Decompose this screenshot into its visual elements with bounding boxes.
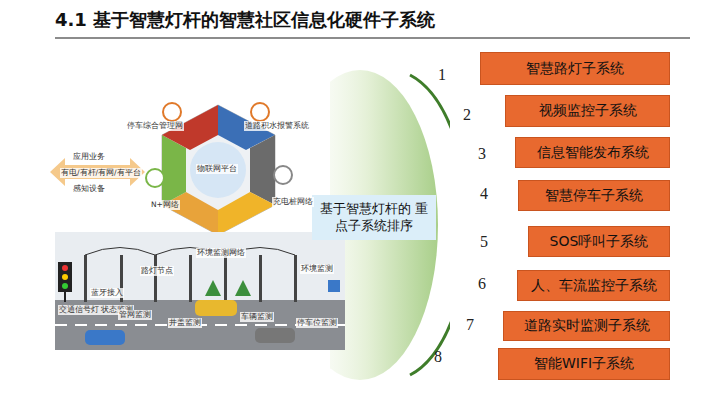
subsystem-box: SOS呼叫子系统 bbox=[528, 226, 670, 257]
subsystem-box: 智慧路灯子系统 bbox=[480, 52, 670, 85]
network-label: 环境监测网络 bbox=[196, 248, 246, 258]
monitor-label: 停车位监测 bbox=[296, 318, 338, 328]
box-text: 视频监控子系统 bbox=[539, 102, 637, 120]
box-text: 基于智慧灯杆的 重点子系统排序 bbox=[316, 201, 432, 234]
platform-label: 物联网平台 bbox=[196, 164, 238, 174]
network-label: 道路积水报警系统 bbox=[244, 121, 310, 131]
subsystem-box: 人、车流监控子系统 bbox=[517, 270, 670, 301]
monitor-label: 环境监测 bbox=[300, 264, 334, 274]
monitor-label: 路灯节点 bbox=[140, 266, 174, 276]
subsystem-box: 智慧停车子系统 bbox=[518, 180, 670, 211]
title-rule bbox=[55, 37, 690, 39]
box-text: 智慧停车子系统 bbox=[545, 187, 643, 205]
side-label: 应用业务 bbox=[72, 152, 106, 162]
box-text: 智能WIFI子系统 bbox=[534, 355, 634, 373]
monitor-label: 蓝牙接入 bbox=[90, 288, 124, 298]
subsystem-box: 信息智能发布系统 bbox=[515, 137, 670, 168]
network-label: N+网络 bbox=[150, 200, 180, 210]
callout-number: 8 bbox=[434, 348, 442, 366]
monitor-label: 管网监测 bbox=[118, 310, 152, 320]
network-label: 停车综合管理网 bbox=[126, 121, 184, 131]
callout-number: 4 bbox=[480, 185, 488, 203]
monitor-label: 车辆监测 bbox=[240, 312, 274, 322]
side-label: 有电/有杆/有网/有平台 bbox=[60, 168, 142, 178]
subsystem-box: 道路实时监测子系统 bbox=[503, 311, 670, 341]
callout-number: 3 bbox=[478, 145, 486, 163]
side-label: 感知设备 bbox=[72, 184, 106, 194]
box-text: SOS呼叫子系统 bbox=[550, 233, 649, 251]
subsystem-box: 视频监控子系统 bbox=[505, 95, 670, 127]
monitor-label: 井盖监测 bbox=[168, 318, 202, 328]
green-arc bbox=[330, 70, 450, 380]
sorting-label: 基于智慧灯杆的 重点子系统排序 bbox=[312, 195, 436, 240]
callout-number: 6 bbox=[478, 275, 486, 293]
street-scene bbox=[55, 232, 345, 350]
callout-number: 5 bbox=[480, 233, 488, 251]
callout-number: 7 bbox=[466, 316, 474, 334]
box-text: 人、车流监控子系统 bbox=[531, 277, 657, 295]
title: 4.1 基于智慧灯杆的智慧社区信息化硬件子系统 bbox=[55, 8, 435, 32]
subsystem-box: 智能WIFI子系统 bbox=[498, 348, 670, 380]
box-text: 信息智能发布系统 bbox=[537, 144, 649, 162]
callout-number: 2 bbox=[463, 106, 471, 124]
network-label: 充电桩网络 bbox=[272, 197, 314, 207]
box-text: 道路实时监测子系统 bbox=[524, 317, 650, 335]
box-text: 智慧路灯子系统 bbox=[526, 60, 624, 78]
callout-number: 1 bbox=[438, 66, 446, 84]
